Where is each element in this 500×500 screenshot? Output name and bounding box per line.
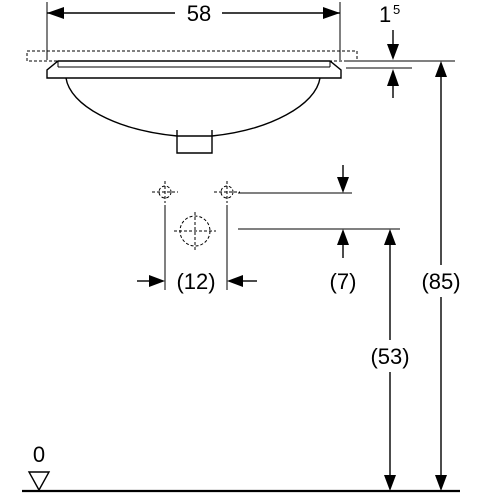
rim-thickness-label: 1 bbox=[379, 2, 391, 27]
rim-thickness-superscript: 5 bbox=[393, 2, 400, 17]
floor-level: 0 bbox=[22, 442, 460, 493]
total-height-label: (85) bbox=[421, 269, 460, 294]
basin-outlet bbox=[176, 130, 213, 154]
countertop-outline bbox=[26, 50, 358, 62]
tap-positions bbox=[152, 181, 240, 250]
floor-level-label: 0 bbox=[33, 442, 45, 467]
outlet-height-dimension: (53) bbox=[370, 229, 410, 491]
washbasin bbox=[26, 50, 358, 154]
tap-spacing-dimension: (12) bbox=[137, 205, 257, 294]
rim-thickness-base: 1 bbox=[379, 2, 391, 27]
basin-rim bbox=[46, 60, 342, 79]
total-height-dimension: (85) bbox=[346, 60, 461, 491]
rim-thickness-dimension: 1 5 bbox=[346, 2, 412, 98]
waste-outlet-position bbox=[174, 212, 216, 250]
basin-bowl bbox=[65, 77, 321, 137]
outlet-height-label: (53) bbox=[370, 344, 409, 369]
width-label: 58 bbox=[187, 1, 211, 26]
width-dimension: 58 bbox=[46, 1, 341, 60]
tap-hole-right bbox=[214, 181, 240, 203]
tap-hole-left bbox=[152, 181, 178, 203]
tap-height-dimension: (7) bbox=[238, 165, 400, 294]
level-marker-icon bbox=[27, 471, 51, 492]
tap-spacing-label: (12) bbox=[176, 269, 215, 294]
tap-height-label: (7) bbox=[330, 269, 357, 294]
